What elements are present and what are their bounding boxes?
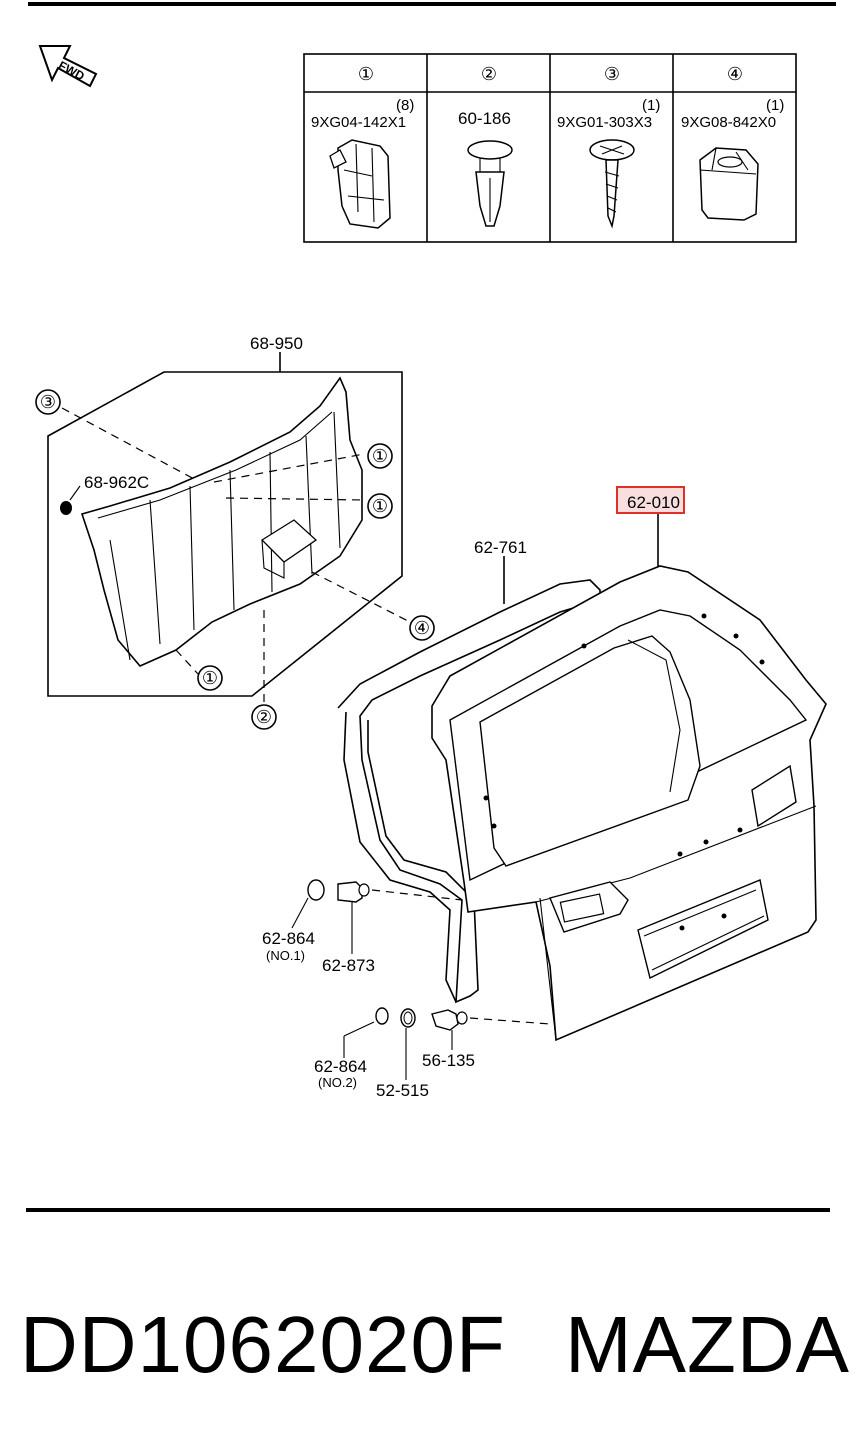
screw-icon — [589, 139, 635, 229]
plug-bumper-row-2: 62-864 (NO.2) 52-515 56-135 — [314, 1007, 551, 1100]
label-weatherstrip: 62-761 — [474, 538, 527, 557]
callout-3: ③ — [40, 392, 56, 412]
label-clip: 68-962C — [84, 473, 149, 492]
trim-panel-group: 68-950 68-962C ③ ① ① ④ ① ② — [35, 334, 435, 730]
brand-name: MAZDA — [565, 1300, 850, 1389]
table-qty-4: (1) — [766, 97, 784, 114]
callout-4: ④ — [414, 618, 430, 638]
table-header-1: ① — [358, 64, 374, 84]
table-part-2: 60-186 — [458, 109, 511, 128]
part-code: DD1062020F — [20, 1300, 506, 1389]
callout-2: ② — [256, 707, 272, 727]
table-part-3: 9XG01-303X3 — [557, 114, 652, 131]
plug-bumper-row-1: 62-864 (NO.1) 62-873 — [262, 879, 463, 975]
table-header-2: ② — [481, 64, 497, 84]
label-plug-2-sub: (NO.2) — [318, 1075, 357, 1090]
nut-clip-icon — [699, 147, 759, 221]
label-plug-1-sub: (NO.1) — [266, 948, 305, 963]
footer: DD1062020F MAZDA — [20, 1300, 850, 1390]
clip-1-icon — [329, 139, 391, 229]
label-plug-3: 52-515 — [376, 1081, 429, 1100]
label-plug-2: 62-864 — [314, 1057, 367, 1076]
table-qty-3: (1) — [642, 97, 660, 114]
fwd-arrow-icon: FWD — [38, 45, 98, 88]
weatherstrip-group: 62-761 — [337, 538, 601, 1004]
label-bumper-1: 62-873 — [322, 956, 375, 975]
table-qty-1: (8) — [396, 97, 414, 114]
liftgate-highlight — [616, 486, 685, 514]
table-part-4: 9XG08-842X0 — [681, 114, 776, 131]
push-rivet-icon — [467, 140, 513, 227]
callout-1b: ① — [372, 496, 388, 516]
label-plug-1: 62-864 — [262, 929, 315, 948]
table-header-3: ③ — [604, 64, 620, 84]
callout-1c: ① — [202, 668, 218, 688]
callout-1a: ① — [372, 446, 388, 466]
label-liftgate: 62-010 — [627, 493, 680, 512]
liftgate-group: 62-010 — [431, 486, 827, 1042]
label-trim: 68-950 — [250, 334, 303, 353]
label-bumper-2: 56-135 — [422, 1051, 475, 1070]
table-header-4: ④ — [727, 64, 743, 84]
table-part-1: 9XG04-142X1 — [311, 114, 406, 131]
fastener-table: ① ② ③ ④ (8) 9XG04-142X1 60-186 (1) 9XG01… — [303, 53, 797, 243]
